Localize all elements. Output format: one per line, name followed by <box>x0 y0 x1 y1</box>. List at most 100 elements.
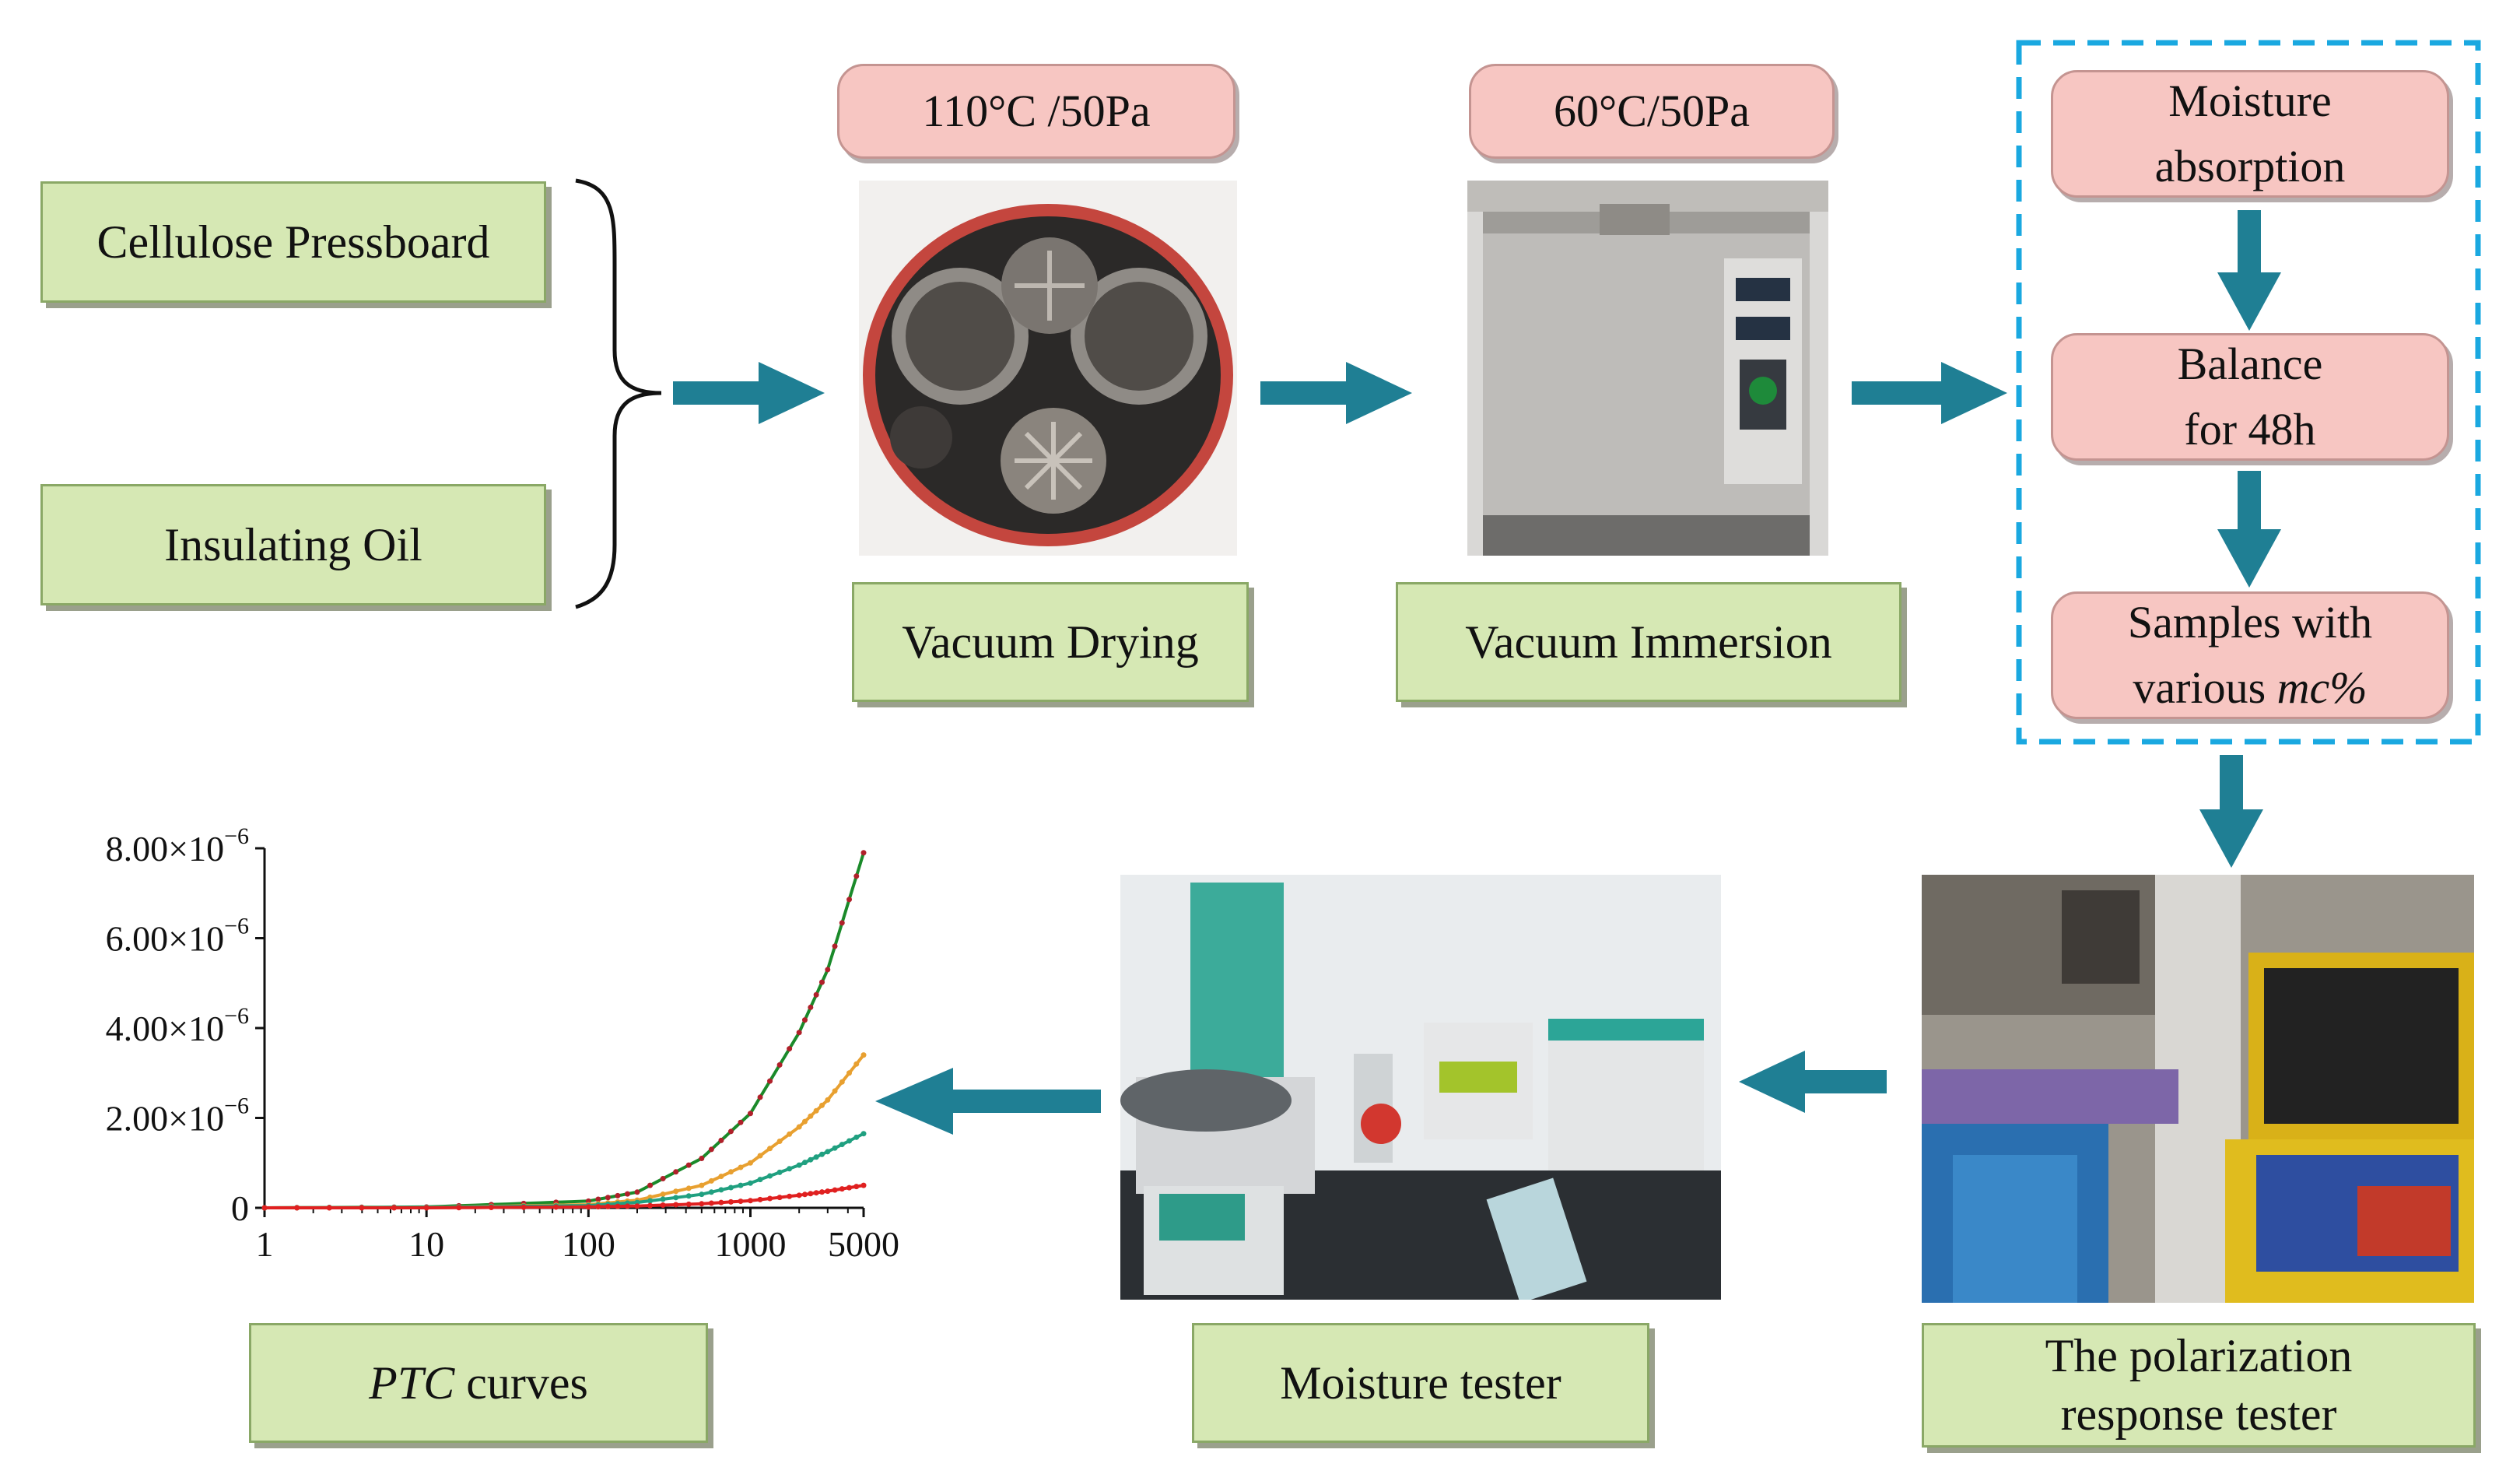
series-point-4 <box>553 1204 559 1210</box>
cellulose-pressboard-label: Cellulose Pressboard <box>96 216 490 268</box>
series-point-3 <box>818 1151 825 1157</box>
input-brace <box>575 178 662 609</box>
arrow-to-ptc-chart <box>875 1068 1101 1135</box>
series-point-2 <box>718 1174 724 1180</box>
polarization-tester-box: The polarization response tester <box>1922 1323 2476 1448</box>
vacuum-drying-box: Vacuum Drying <box>852 582 1249 702</box>
series-point-2 <box>853 1061 860 1067</box>
series-point-4 <box>832 1187 838 1193</box>
series-point-4 <box>699 1201 705 1207</box>
series-point-3 <box>832 1145 838 1151</box>
series-point-2 <box>727 1169 734 1175</box>
series-point-3 <box>673 1195 679 1201</box>
series-point-4 <box>605 1203 611 1209</box>
chart-axes <box>263 848 864 1209</box>
arrow-to-process <box>1852 362 2007 424</box>
series-point-3 <box>660 1196 666 1202</box>
series-point-2 <box>738 1164 744 1170</box>
x-tick-label: 5000 <box>828 1224 899 1264</box>
series-point-4 <box>585 1204 591 1210</box>
balance-line2: for 48h <box>2184 404 2316 454</box>
series-point-4 <box>747 1198 753 1204</box>
series-point-1 <box>757 1094 763 1100</box>
series-point-1 <box>846 897 853 903</box>
series-point-2 <box>757 1153 763 1159</box>
series-point-3 <box>647 1198 654 1204</box>
series-point-3 <box>747 1180 753 1186</box>
series-point-4 <box>853 1184 860 1190</box>
ptc-curves-box: PTC curves <box>249 1323 708 1443</box>
series-point-1 <box>718 1137 724 1143</box>
series-point-2 <box>818 1102 825 1108</box>
series-point-1 <box>699 1155 705 1161</box>
series-point-3 <box>853 1134 860 1140</box>
series-point-2 <box>832 1088 838 1094</box>
series-point-2 <box>839 1079 845 1085</box>
series-point-4 <box>624 1203 630 1209</box>
series-point-1 <box>813 991 819 998</box>
y-tick-label: 0 <box>231 1188 249 1228</box>
series-point-1 <box>839 920 845 926</box>
samples-line1: Samples with <box>2127 596 2373 647</box>
x-tick-label: 1000 <box>714 1224 786 1264</box>
series-point-1 <box>685 1162 692 1168</box>
series-point-4 <box>813 1190 819 1196</box>
arrow-to-immersion <box>1260 362 1412 424</box>
series-point-2 <box>846 1070 853 1076</box>
moisture-absorption-line2: absorption <box>2154 141 2346 191</box>
series-point-2 <box>685 1185 692 1191</box>
polarization-tester-line1: The polarization <box>2045 1330 2353 1381</box>
series-point-1 <box>605 1195 611 1201</box>
series-point-2 <box>860 1052 867 1058</box>
samples-pill: Samples with various mc% <box>2051 591 2449 719</box>
series-point-1 <box>860 850 867 856</box>
series-point-4 <box>796 1192 802 1198</box>
drying-condition-pill: 110°C /50Pa <box>837 64 1235 159</box>
balance-pill: Balance for 48h <box>2051 333 2449 461</box>
series-point-4 <box>326 1205 332 1211</box>
series-point-3 <box>776 1169 783 1175</box>
series-point-3 <box>708 1189 714 1195</box>
series-point-4 <box>738 1198 744 1205</box>
series-line-1 <box>264 852 865 1209</box>
series-point-4 <box>595 1204 601 1210</box>
polarization-tester-line2: response tester <box>2060 1388 2337 1440</box>
series-point-4 <box>839 1186 845 1192</box>
polarization-tester-photo <box>1922 875 2474 1303</box>
series-point-3 <box>738 1182 744 1188</box>
series-point-1 <box>708 1146 714 1153</box>
x-tick-label: 1 <box>256 1224 274 1264</box>
chart-series <box>261 850 867 1211</box>
series-point-3 <box>718 1187 724 1193</box>
series-point-1 <box>832 943 838 949</box>
moisture-tester-box: Moisture tester <box>1192 1323 1649 1443</box>
series-point-2 <box>813 1107 819 1114</box>
insulating-oil-box: Insulating Oil <box>40 484 546 605</box>
series-point-1 <box>776 1062 783 1068</box>
series-point-4 <box>488 1205 494 1211</box>
cellulose-pressboard-box: Cellulose Pressboard <box>40 181 546 303</box>
moisture-absorption-line1: Moisture <box>2168 75 2332 126</box>
series-point-3 <box>727 1184 734 1191</box>
series-point-1 <box>796 1030 802 1036</box>
series-point-4 <box>647 1202 654 1209</box>
series-point-3 <box>808 1156 814 1163</box>
series-point-2 <box>796 1124 802 1130</box>
series-point-1 <box>624 1191 630 1197</box>
series-point-4 <box>261 1205 268 1211</box>
series-point-3 <box>839 1142 845 1148</box>
series-point-3 <box>796 1162 802 1168</box>
series-point-1 <box>787 1046 793 1052</box>
series-point-3 <box>757 1177 763 1183</box>
vacuum-drying-label: Vacuum Drying <box>902 616 1199 668</box>
series-point-1 <box>818 979 825 985</box>
series-point-3 <box>801 1160 808 1166</box>
series-point-1 <box>673 1169 679 1175</box>
series-point-4 <box>708 1200 714 1206</box>
series-point-2 <box>776 1139 783 1145</box>
series-point-3 <box>685 1193 692 1199</box>
series-point-3 <box>699 1191 705 1198</box>
series-point-3 <box>846 1138 853 1144</box>
